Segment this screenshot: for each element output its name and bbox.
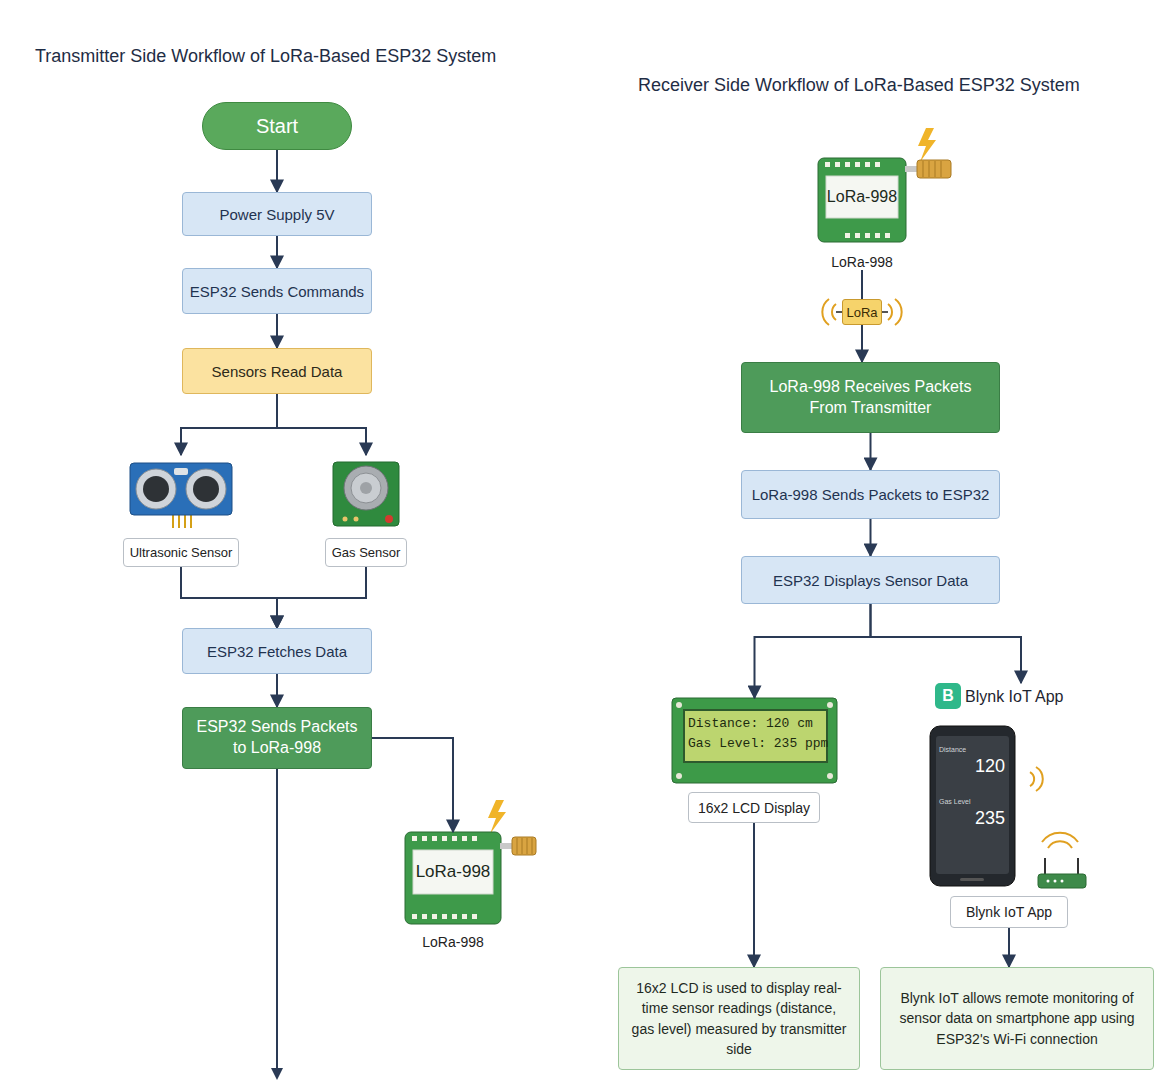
node-text: LoRa-998 Sends Packets to ESP32 [752, 486, 990, 503]
flow-arrow [871, 604, 1022, 683]
node-text: Sensors Read Data [212, 363, 343, 380]
node-text: LoRa [846, 305, 877, 320]
node-text: Distance: 120 cm [688, 714, 813, 734]
node-text: Blynk IoT allows remote monitoring of se… [891, 988, 1143, 1049]
lcd-board [672, 698, 837, 783]
sensor-node: Ultrasonic Sensor [116, 455, 246, 567]
panel-title: Transmitter Side Workflow of LoRa-Based … [35, 46, 496, 67]
lora-module: LoRa-998LoRa-998 [818, 158, 906, 270]
wifi-waves [1030, 767, 1043, 791]
gas-sensor-image [333, 462, 399, 526]
flow-arrow [1008, 928, 1010, 967]
node-text: LoRa-998 [395, 934, 511, 950]
radio-waves [822, 299, 901, 325]
start-terminal: Start [202, 102, 352, 150]
process-box: LoRa-998 Sends Packets to ESP32 [741, 470, 1000, 519]
node-text: 120 [975, 756, 1005, 777]
node-text: Distance [939, 746, 966, 753]
flow-arrow [861, 325, 863, 362]
process-box: ESP32 Fetches Data [182, 628, 372, 674]
app-heading: Blynk IoT App [965, 683, 1077, 711]
node-text: ESP32 Sends Commands [190, 283, 364, 300]
flow-arrow [870, 433, 872, 470]
node-text: Blynk IoT App [965, 688, 1063, 706]
ultrasonic-sensor-image [130, 463, 232, 528]
process-box: ESP32 Sends Packets to LoRa-998 [182, 707, 372, 769]
flow-arrow [861, 270, 863, 299]
app-logo: B [935, 683, 961, 709]
process-box: LoRa-998 Receives Packets From Transmitt… [741, 362, 1000, 433]
arrow-head [271, 1068, 283, 1080]
node-text: Start [256, 115, 298, 138]
node-text: 235 [975, 808, 1005, 829]
flow-arrow [277, 567, 366, 628]
smartphone [930, 726, 1015, 886]
lora-module-image [818, 128, 951, 242]
note-box: Blynk IoT allows remote monitoring of se… [880, 967, 1154, 1070]
node-text: LoRa-998 Receives Packets From Transmitt… [752, 377, 989, 419]
node-text: Gas Sensor [325, 538, 408, 567]
lora-chip: LoRa [842, 299, 882, 325]
flow-arrow [276, 674, 278, 707]
node-text: 16x2 LCD is used to display real-time se… [629, 978, 849, 1059]
caption-box: Blynk IoT App [950, 896, 1068, 928]
flow-arrow [755, 604, 871, 698]
process-box: ESP32 Displays Sensor Data [741, 556, 1000, 604]
flow-arrow [181, 567, 277, 628]
flow-arrow [277, 394, 366, 455]
node-text: ESP32 Fetches Data [207, 643, 347, 660]
node-text: Blynk IoT App [966, 904, 1052, 920]
node-text: Gas Level [939, 798, 971, 805]
panel-title: Receiver Side Workflow of LoRa-Based ESP… [638, 75, 1080, 96]
process-box: ESP32 Sends Commands [182, 268, 372, 314]
flow-line [276, 769, 278, 1070]
lcd-screen: Distance: 120 cmGas Level: 235 ppm [672, 698, 837, 783]
router [1038, 833, 1086, 888]
caption-box: 16x2 LCD Display [688, 792, 820, 823]
flow-arrow [276, 236, 278, 268]
flow-arrow [753, 823, 755, 967]
node-text: 16x2 LCD Display [698, 800, 810, 816]
process-box: Sensors Read Data [182, 348, 372, 394]
flow-arrow [372, 738, 453, 832]
lora-module: LoRa-998LoRa-998 [405, 832, 501, 950]
node-text: Ultrasonic Sensor [123, 538, 240, 567]
flow-arrow [276, 150, 278, 192]
flow-arrow [276, 314, 278, 348]
node-text: Power Supply 5V [219, 206, 334, 223]
node-text: Gas Level: 235 ppm [688, 734, 828, 754]
node-text: ESP32 Displays Sensor Data [773, 572, 968, 589]
node-text: LoRa-998 [826, 176, 898, 218]
node-text: LoRa-998 [808, 254, 916, 270]
flow-arrow [181, 394, 277, 455]
note-box: 16x2 LCD is used to display real-time se… [618, 967, 860, 1070]
node-text: LoRa-998 [413, 850, 493, 894]
lora-module-image [405, 800, 536, 924]
flow-arrow [870, 519, 872, 556]
phone-screen: Distance 120Gas Level 235 [930, 726, 1015, 886]
sensor-node: Gas Sensor [318, 455, 414, 567]
process-box: Power Supply 5V [182, 192, 372, 236]
node-text: ESP32 Sends Packets to LoRa-998 [193, 717, 361, 759]
